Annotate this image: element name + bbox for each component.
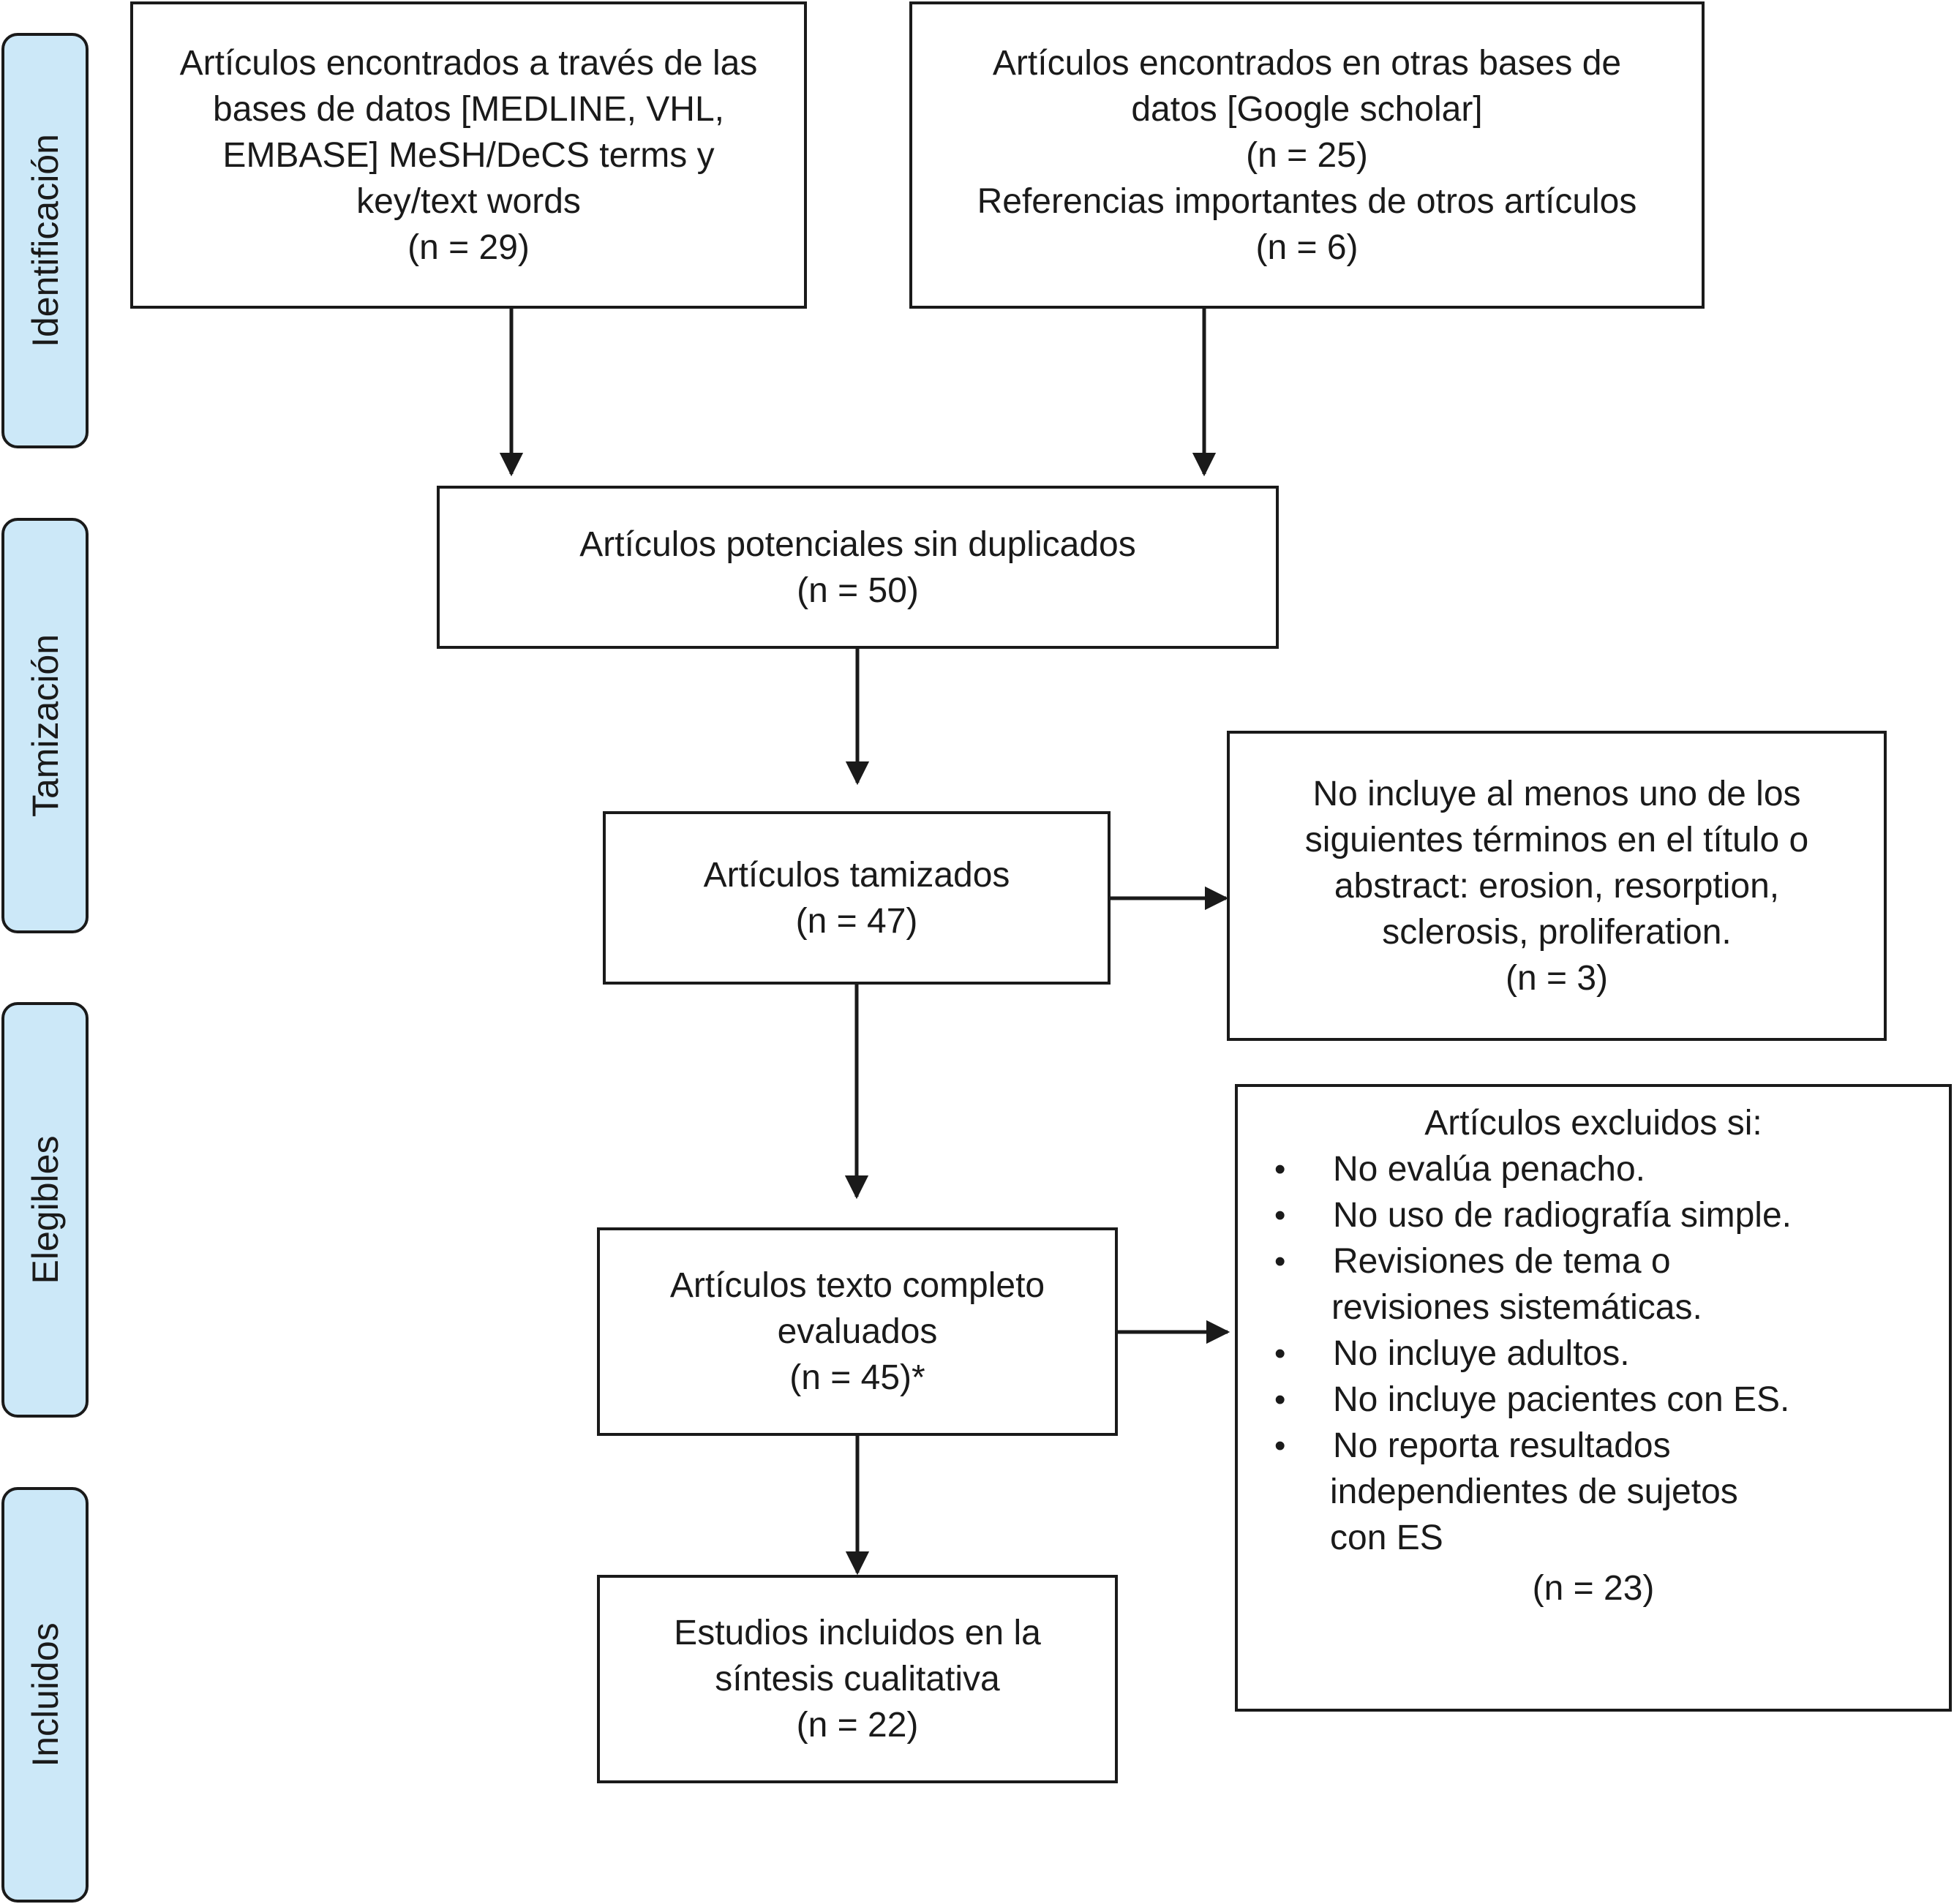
- criterion-text: No evalúa penacho.: [1333, 1150, 1645, 1189]
- phase-identificacion: Identificación: [1, 33, 89, 448]
- criterion-text: No incluye adultos.: [1333, 1334, 1630, 1373]
- box-count: (n = 6): [1255, 227, 1359, 267]
- list-item-continuation: revisiones sistemáticas.: [1238, 1284, 1949, 1331]
- criterion-text: No incluye pacientes con ES.: [1333, 1380, 1790, 1419]
- list-item: • No incluye pacientes con ES.: [1238, 1377, 1949, 1423]
- box-text-line: evaluados: [777, 1312, 938, 1351]
- exclusion-criteria-list: • No evalúa penacho. • No uso de radiogr…: [1238, 1146, 1949, 1561]
- list-item: • No evalúa penacho.: [1238, 1146, 1949, 1192]
- list-item: • No reporta resultados: [1238, 1423, 1949, 1469]
- box-text-line: Artículos tamizados: [703, 855, 1010, 895]
- box-databases: Artículos encontrados a través de las ba…: [130, 1, 807, 309]
- bullet-icon: •: [1274, 1197, 1286, 1233]
- phase-incluidos: Incluidos: [1, 1487, 89, 1903]
- box-screen-excluded: No incluye al menos uno de los siguiente…: [1227, 731, 1887, 1041]
- box-count: (n = 29): [407, 227, 530, 267]
- list-item: • No uso de radiografía simple.: [1238, 1192, 1949, 1238]
- box-fulltext: Artículos texto completo evaluados (n = …: [597, 1227, 1118, 1436]
- box-text-line: key/text words: [356, 181, 581, 221]
- bullet-icon: •: [1274, 1151, 1286, 1187]
- box-no-duplicates: Artículos potenciales sin duplicados (n …: [437, 486, 1279, 649]
- box-text-line: síntesis cualitativa: [715, 1660, 1000, 1698]
- list-item-continuation: independientes de sujetos: [1238, 1469, 1949, 1515]
- box-text-line: No incluye al menos uno de los: [1312, 774, 1801, 813]
- box-count: (n = 3): [1505, 958, 1609, 998]
- box-text-line: sclerosis, proliferation.: [1382, 912, 1732, 952]
- box-text-line: Estudios incluidos en la: [674, 1614, 1041, 1652]
- phase-label: Incluidos: [24, 1622, 66, 1767]
- box-text-line: Artículos potenciales sin duplicados: [579, 524, 1136, 564]
- exclusion-title: Artículos excluidos si:: [1424, 1104, 1762, 1143]
- bullet-icon: •: [1274, 1382, 1286, 1418]
- phase-label: Tamización: [24, 633, 66, 818]
- box-text-line: Artículos texto completo: [669, 1266, 1045, 1305]
- criterion-text: Revisiones de tema o: [1333, 1242, 1671, 1281]
- criterion-text: con ES: [1330, 1519, 1443, 1557]
- criterion-text: No reporta resultados: [1333, 1426, 1671, 1465]
- box-text-line: datos [Google scholar]: [1131, 89, 1483, 129]
- box-text-line: Artículos encontrados a través de las: [179, 43, 758, 83]
- phase-label: Identificación: [24, 134, 66, 347]
- phase-tamizacion: Tamización: [1, 518, 89, 933]
- box-text-line: Artículos encontrados en otras bases de: [992, 43, 1622, 83]
- criterion-text: revisiones sistemáticas.: [1331, 1288, 1702, 1327]
- box-text-line: EMBASE] MeSH/DeCS terms y: [222, 135, 715, 175]
- list-item: • No incluye adultos.: [1238, 1331, 1949, 1377]
- phase-label: Elegibles: [24, 1135, 66, 1284]
- bullet-icon: •: [1274, 1243, 1286, 1279]
- box-count: (n = 45)*: [789, 1358, 925, 1397]
- bullet-icon: •: [1274, 1336, 1286, 1371]
- box-count: (n = 47): [795, 901, 918, 941]
- box-text-line: abstract: erosion, resorption,: [1334, 866, 1780, 906]
- box-text-line: siguientes términos en el título o: [1304, 820, 1809, 859]
- bullet-icon: •: [1274, 1428, 1286, 1464]
- criterion-text: independientes de sujetos: [1330, 1472, 1738, 1511]
- box-count: (n = 50): [797, 571, 919, 610]
- criterion-text: No uso de radiografía simple.: [1333, 1196, 1792, 1235]
- box-screened: Artículos tamizados (n = 47): [603, 811, 1111, 985]
- phase-elegibles: Elegibles: [1, 1002, 89, 1418]
- box-other-sources: Artículos encontrados en otras bases de …: [909, 1, 1705, 309]
- box-count: (n = 25): [1246, 135, 1368, 175]
- box-text-line: Referencias importantes de otros artícul…: [977, 181, 1637, 221]
- box-count: (n = 22): [796, 1706, 919, 1745]
- box-fulltext-excluded: Artículos excluidos si: • No evalúa pena…: [1235, 1084, 1952, 1712]
- list-item: • Revisiones de tema o: [1238, 1238, 1949, 1284]
- box-count: (n = 23): [1532, 1569, 1655, 1608]
- list-item-continuation: con ES: [1238, 1515, 1949, 1561]
- box-included: Estudios incluidos en la síntesis cualit…: [597, 1575, 1118, 1783]
- box-text-line: bases de datos [MEDLINE, VHL,: [213, 89, 724, 129]
